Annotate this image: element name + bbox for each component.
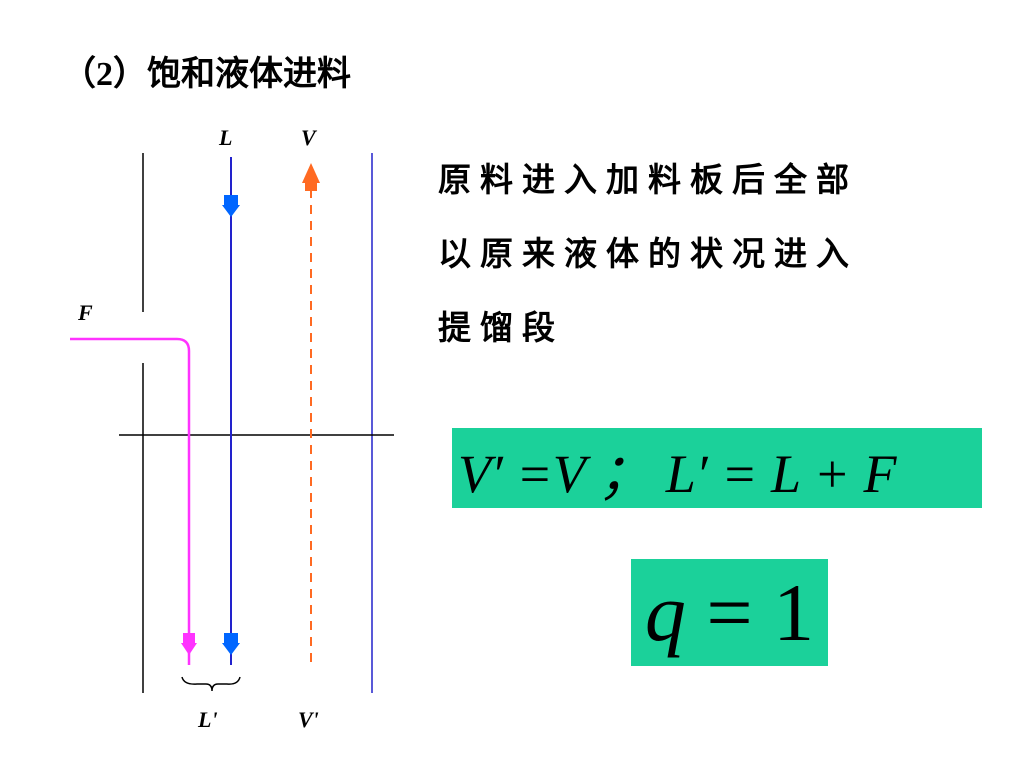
- q-variable: q: [644, 566, 686, 658]
- column-svg: [70, 153, 394, 693]
- title-number: （2）: [62, 56, 147, 93]
- label-vapor-V: V: [301, 125, 316, 150]
- q-equals: =: [685, 566, 774, 658]
- description-text: 原料进入加料板后全部 以原来液体的状况进入 提馏段: [438, 143, 948, 365]
- feed-flow-line: [70, 337, 191, 665]
- label-liquid-bottom: L': [198, 707, 218, 732]
- vapor-arrow-icon: [302, 163, 320, 183]
- q-equation-box: q = 1: [631, 559, 828, 666]
- balance-equation-box: V′ =V ； L′ = L + F: [452, 428, 982, 508]
- q-value: 1: [773, 566, 815, 658]
- liquid-arrow-top-icon: [222, 205, 240, 217]
- label-vapor-bottom: V': [298, 707, 319, 732]
- vapor-arrow-body: [305, 181, 317, 191]
- liquid-arrow-top-body: [224, 195, 238, 205]
- description-line-3: 提馏段: [438, 308, 564, 347]
- description-line-1: 原料进入加料板后全部: [438, 160, 858, 199]
- liquid-arrow-bottom-icon: [222, 643, 240, 655]
- liquid-arrow-bottom-body: [224, 633, 238, 643]
- merge-brace: [181, 676, 241, 692]
- column-diagram: L V F L' V': [62, 105, 402, 745]
- title-text: 饱和液体进料: [147, 54, 351, 94]
- page-title: （2）饱和液体进料: [62, 46, 351, 95]
- feed-arrow-icon: [181, 643, 197, 655]
- label-liquid-L: L: [219, 125, 233, 150]
- label-feed-F: F: [78, 300, 93, 325]
- description-line-2: 以原来液体的状况进入: [438, 234, 858, 273]
- feed-arrow-body: [183, 633, 195, 643]
- balance-equation: V′ =V ； L′ = L + F: [458, 443, 897, 504]
